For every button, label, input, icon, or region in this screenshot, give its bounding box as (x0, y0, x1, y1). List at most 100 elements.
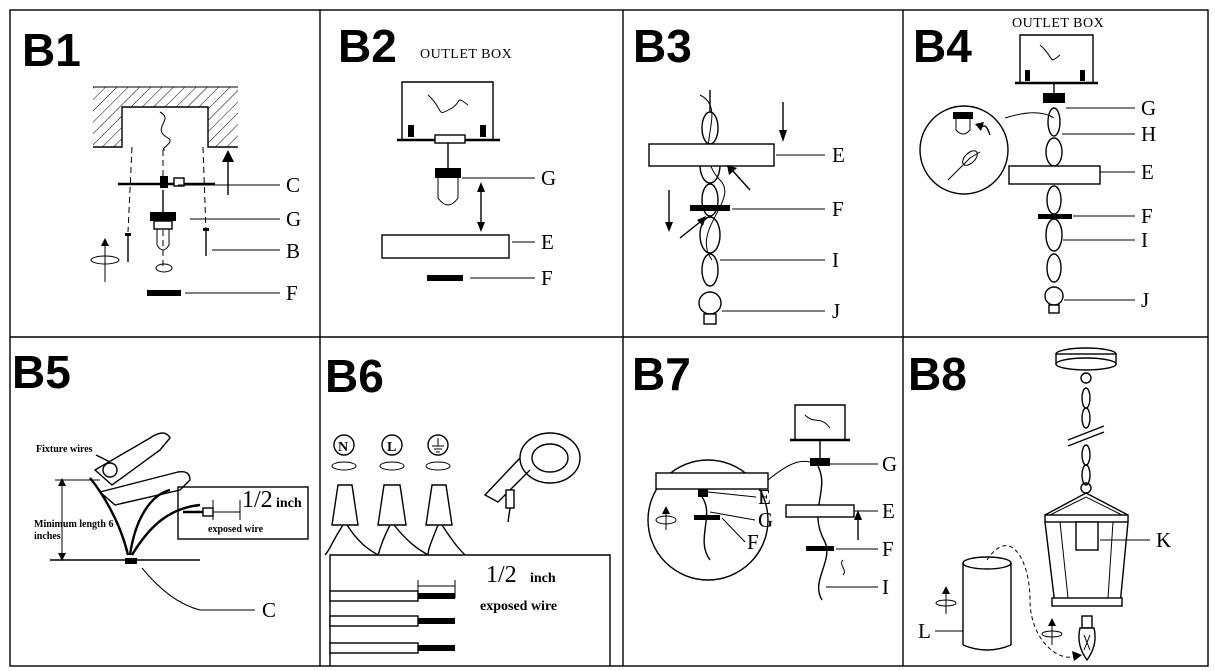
ceiling-hatch (93, 86, 238, 148)
outlet-box (1015, 34, 1098, 85)
exposed-wire-label: exposed wire (480, 599, 557, 614)
label-e: E (832, 143, 845, 167)
wire-stripper (93, 432, 191, 506)
wire-nuts (324, 484, 466, 556)
lantern-k (1044, 482, 1150, 607)
label-i: I (882, 575, 889, 599)
inset-label-g: G (758, 508, 773, 532)
panel-b8: B8 K (908, 347, 1171, 662)
fraction-value: 1/2 (486, 562, 517, 588)
label-e: E (1141, 160, 1154, 184)
grid-frame (9, 9, 1209, 667)
outlet-box-caption: OUTLET BOX (420, 47, 512, 62)
panel-b1: B1 (22, 24, 301, 305)
outlet-box-caption: OUTLET BOX (1012, 16, 1104, 31)
min-length-unit: inches (34, 531, 61, 542)
ring-f (427, 275, 463, 281)
canopy-e (381, 234, 510, 259)
label-e: E (882, 499, 895, 523)
fixture-wires-label: Fixture wires (36, 444, 93, 455)
label-g: G (1141, 96, 1156, 120)
ring-f (690, 205, 730, 211)
wire-bundle (159, 111, 171, 151)
detail-inset (919, 105, 1055, 195)
tape-roll-icon (483, 432, 581, 523)
label-f: F (1141, 204, 1153, 228)
inset-label-e: E (758, 485, 771, 509)
panel-b6: B6 N L (324, 350, 611, 666)
outlet-box (790, 404, 850, 442)
chain (699, 90, 726, 287)
strip-gauge-box: 1/2 inch exposed wire (329, 554, 611, 666)
detail-inset (647, 459, 769, 581)
canopy-nut (150, 190, 176, 251)
ceiling-canopy (1055, 347, 1117, 384)
stripped-wire (329, 590, 455, 654)
exposed-wire-label: exposed wire (208, 524, 264, 535)
label-i: I (1141, 228, 1148, 252)
ring-f (1038, 214, 1072, 219)
screw-left (125, 233, 131, 262)
exposed-wire-callout: 1/2 inch exposed wire (177, 486, 309, 540)
nipple-g (1043, 93, 1065, 103)
screw-right (203, 228, 209, 256)
panel-title-b8: B8 (908, 348, 967, 400)
panel-title-b5: B5 (12, 346, 71, 398)
panel-title-b4: B4 (913, 20, 972, 72)
glass-shade-l (935, 556, 1012, 651)
label-h: H (1141, 122, 1156, 146)
inset-label-f: F (747, 530, 759, 554)
panel-b7: B7 G E F (632, 348, 897, 601)
ground-icon (425, 434, 451, 471)
fixture-wire (89, 477, 130, 556)
panel-b4: B4 OUTLET BOX (913, 16, 1156, 314)
label-f: F (882, 537, 894, 561)
panel-b2: B2 OUTLET BOX G E F (338, 20, 556, 290)
label-i: I (832, 248, 839, 272)
crossbar-bracket (118, 176, 215, 188)
loop-j (1044, 286, 1064, 306)
panel-title-b6: B6 (325, 350, 384, 402)
finial-nut (147, 290, 181, 296)
panel-title-b2: B2 (338, 20, 397, 72)
min-length-label: Minimum length 6 (34, 519, 113, 530)
terminal-l: L (379, 434, 405, 471)
svg-text:N: N (338, 440, 348, 455)
fraction-value: 1/2 (242, 487, 273, 513)
nipple-g (810, 458, 830, 466)
label-j: J (1141, 288, 1149, 312)
label-f: F (541, 266, 553, 290)
bulb-icon (1078, 615, 1096, 662)
label-f: F (286, 281, 298, 305)
fraction-unit: inch (276, 496, 302, 511)
panel-title-b3: B3 (633, 20, 692, 72)
label-l: L (918, 619, 931, 643)
panel-b5: B5 Fixture wires Minimum length 6 inches… (12, 346, 309, 622)
label-g: G (286, 207, 301, 231)
label-g: G (882, 452, 897, 476)
panel-b3: B3 E F I J (633, 20, 845, 325)
label-f: F (832, 197, 844, 221)
label-b: B (286, 239, 300, 263)
terminal-n: N (331, 434, 357, 471)
chain (1045, 107, 1063, 283)
label-g: G (541, 166, 556, 190)
fraction-unit: inch (530, 571, 556, 586)
chain-wire (817, 465, 828, 601)
rotate-icon (90, 255, 120, 265)
loop-j (698, 291, 722, 315)
canopy-e (1008, 165, 1101, 185)
ring-f (806, 546, 834, 551)
label-c: C (262, 598, 276, 622)
chain (1067, 387, 1105, 486)
canopy-e (785, 504, 855, 518)
label-e: E (541, 230, 554, 254)
panel-title-b1: B1 (22, 24, 81, 76)
threaded-nipple (435, 168, 461, 206)
panel-title-b7: B7 (632, 348, 691, 400)
svg-text:L: L (387, 440, 396, 455)
canopy-e (648, 143, 775, 167)
label-k: K (1156, 528, 1171, 552)
label-c: C (286, 173, 300, 197)
